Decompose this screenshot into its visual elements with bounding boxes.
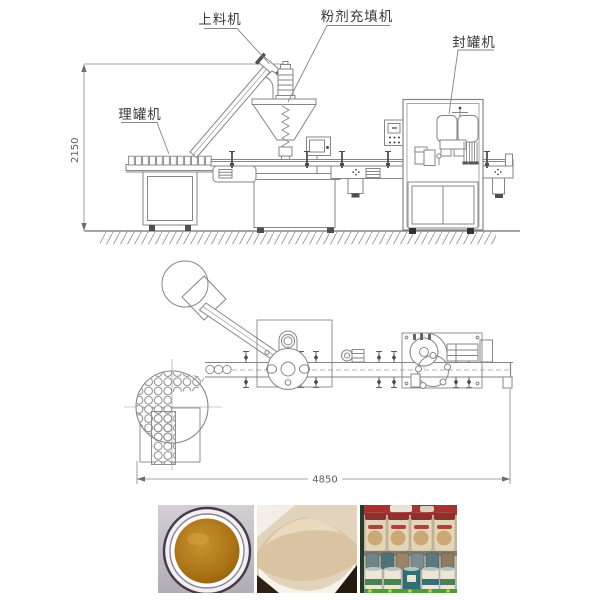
conveyor-motor-plan: [341, 349, 365, 363]
ground-line: [84, 230, 520, 245]
powder-filler-plan: [256, 319, 333, 390]
feeder-label: 上料机: [198, 12, 242, 28]
arranger-label: 理罐机: [118, 107, 162, 123]
length-dimension: 4850: [136, 389, 511, 486]
elevation-view: 2150: [70, 9, 520, 245]
filler-label: 粉剂充填机: [321, 9, 394, 25]
can-row-middle: [365, 552, 455, 570]
powder-pile-photo: [257, 505, 357, 593]
can-sealer-elevation: [402, 98, 484, 234]
can-arranger-elevation: [125, 155, 216, 231]
dot-mark: [352, 168, 360, 176]
dot-mark: [494, 168, 502, 176]
conveyor-elevation: [210, 151, 514, 198]
sealer-spindles: [462, 142, 479, 165]
control-monitor: [306, 136, 331, 178]
plan-view: 4850: [124, 260, 513, 486]
height-dimension-value: 2150: [70, 138, 81, 163]
canned-products-shelf-photo: [360, 505, 457, 593]
rail-clamps: [229, 151, 490, 168]
can-arranger-plan: [124, 359, 222, 470]
length-dimension-value: 4850: [312, 475, 337, 486]
can-row-top: [364, 512, 456, 552]
can-row: [128, 155, 212, 166]
sealer-label: 封罐机: [452, 35, 496, 51]
can-sealer-plan: [401, 332, 483, 389]
production-line-drawing: 2150: [70, 9, 520, 486]
screw-feeder-plan: [161, 260, 287, 366]
elevation-labels: 上料机 粉剂充填机 封罐机 理罐机: [118, 9, 496, 155]
auger-screw: [281, 105, 290, 151]
height-dimension: 2150: [70, 63, 283, 231]
amber-liquid-bowl-photo: [158, 505, 254, 593]
can-row-bottom: [364, 567, 456, 592]
control-panel: [384, 119, 405, 146]
powder-filler-elevation: [248, 61, 341, 233]
